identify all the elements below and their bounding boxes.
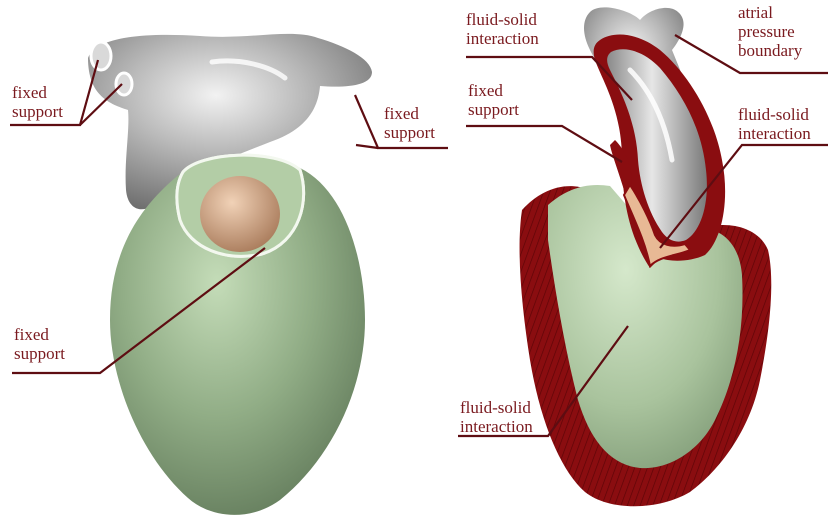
label-line: support [384,123,435,142]
label-right-fixed-support: fixed support [468,81,519,119]
label-line: interaction [738,124,811,143]
left-vein-opening-1 [91,42,111,70]
right-heart-model [520,7,772,506]
label-line: pressure [738,22,802,41]
label-line: fluid-solid [466,10,539,29]
label-right-fixed-support-veins: fixed support [384,104,435,142]
label-bottom-fluid-solid-interaction: fluid-solid interaction [460,398,533,436]
label-line: fixed [14,325,65,344]
label-line: interaction [460,417,533,436]
label-line: interaction [466,29,539,48]
left-vein-opening-2 [116,73,132,95]
leader-right-fixed-support-veins-2 [356,145,378,148]
label-line: support [12,102,63,121]
label-top-fluid-solid-interaction: fluid-solid interaction [466,10,539,48]
label-line: support [468,100,519,119]
left-valve-orifice [200,176,280,252]
label-left-fixed-support-veins: fixed support [12,83,63,121]
label-line: atrial [738,3,802,22]
label-line: fixed [468,81,519,100]
label-line: fluid-solid [460,398,533,417]
label-bottom-fixed-support-valve: fixed support [14,325,65,363]
label-line: fixed [12,83,63,102]
label-mid-fluid-solid-interaction: fluid-solid interaction [738,105,811,143]
label-line: fluid-solid [738,105,811,124]
label-line: boundary [738,41,802,60]
leader-fixed-support-valve [466,126,622,162]
label-atrial-pressure-boundary: atrial pressure boundary [738,3,802,60]
label-line: support [14,344,65,363]
label-line: fixed [384,104,435,123]
